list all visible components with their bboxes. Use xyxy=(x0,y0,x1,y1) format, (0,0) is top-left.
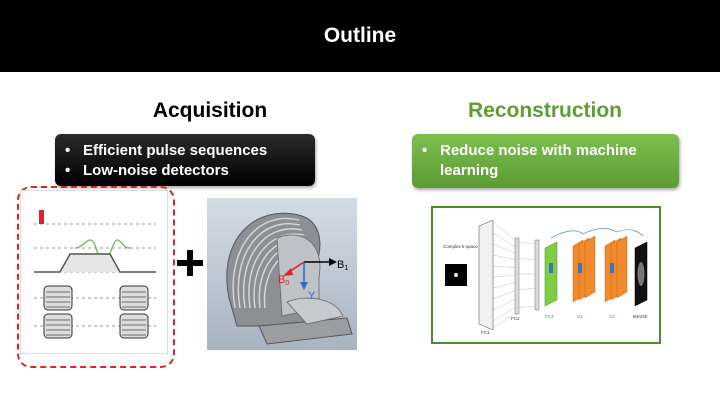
slide-title: Outline xyxy=(323,24,397,47)
pulse-sequence-highlight xyxy=(17,186,175,368)
scanner-render: B1 B0 Y xyxy=(207,198,357,350)
rf-pulse xyxy=(39,210,44,224)
fc1-label: FC1 xyxy=(481,330,490,335)
b0-label: B0 xyxy=(278,274,289,287)
reconstruction-title: Reconstruction xyxy=(467,99,622,122)
slide-header: Outline xyxy=(0,0,720,72)
image-label: IMAGE xyxy=(633,314,648,319)
c1-label: C1 xyxy=(577,314,583,319)
plus-icon xyxy=(177,250,203,276)
pulse-sequence-diagram xyxy=(20,190,168,354)
reconstruction-bullet: Reduce noise with machine learning xyxy=(422,141,671,181)
scanner-illustration: B1 B0 Y xyxy=(207,198,357,350)
fc3-label: FC3 xyxy=(545,314,554,319)
acquisition-bullets: Efficient pulse sequences Low-noise dete… xyxy=(55,134,315,186)
y-axis-label: Y xyxy=(308,290,316,302)
c2-label: C2 xyxy=(609,314,615,319)
network-diagram: Complex k-space Data FC1 FC2 FC3 C1 xyxy=(431,206,661,344)
acquisition-bullet: Efficient pulse sequences xyxy=(65,141,307,161)
reconstruction-bullets: Reduce noise with machine learning xyxy=(412,134,679,188)
fc2-label: FC2 xyxy=(511,316,520,321)
acquisition-title: Acquisition xyxy=(152,99,268,122)
input-label: Complex k-space Data xyxy=(443,244,489,249)
b1-label: B1 xyxy=(337,259,348,272)
readout-gradient xyxy=(34,253,156,273)
acquisition-bullet: Low-noise detectors xyxy=(65,161,307,181)
